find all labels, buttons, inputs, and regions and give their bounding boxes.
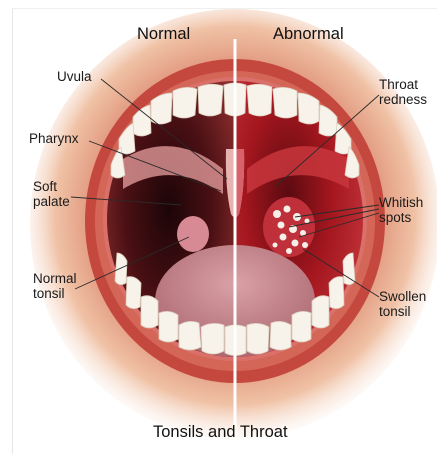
- label-swollen-tonsil: Swollen tonsil: [379, 289, 426, 319]
- diagram-caption: Tonsils and Throat: [153, 423, 288, 441]
- label-soft-palate: Soft palate: [33, 179, 70, 209]
- header-normal: Normal: [137, 25, 190, 43]
- label-whitish-spots: Whitish spots: [379, 195, 423, 225]
- normal-tonsil: [177, 216, 209, 252]
- label-throat-redness: Throat redness: [379, 77, 427, 107]
- diagram-canvas: Normal Abnormal Uvula Pharynx Soft palat…: [12, 8, 437, 454]
- header-abnormal: Abnormal: [273, 25, 344, 43]
- label-uvula: Uvula: [57, 69, 92, 84]
- label-normal-tonsil: Normal tonsil: [33, 271, 77, 301]
- label-pharynx: Pharynx: [29, 131, 79, 146]
